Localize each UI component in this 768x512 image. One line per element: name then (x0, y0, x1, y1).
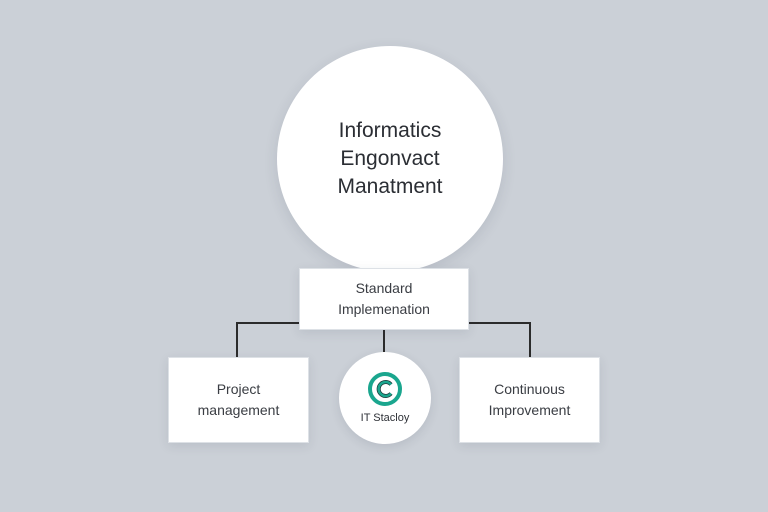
right-node: Continuous Improvement (459, 357, 600, 443)
connector-right (469, 322, 531, 357)
right-node-label: Continuous Improvement (488, 381, 571, 418)
main-node: Informatics Engonvact Manatment (277, 46, 503, 272)
main-node-label: Informatics Engonvact Manatment (337, 119, 443, 198)
left-node: Project management (168, 357, 309, 443)
middle-node-label: IT Stacloy (360, 412, 410, 424)
middle-node: IT Stacloy (339, 352, 431, 444)
left-node-label: Project management (197, 381, 280, 418)
c-logo-icon (368, 372, 402, 406)
center-node-label: Standard Implemenation (338, 280, 430, 317)
connector-left (236, 322, 299, 357)
center-node: Standard Implemenation (299, 268, 469, 330)
